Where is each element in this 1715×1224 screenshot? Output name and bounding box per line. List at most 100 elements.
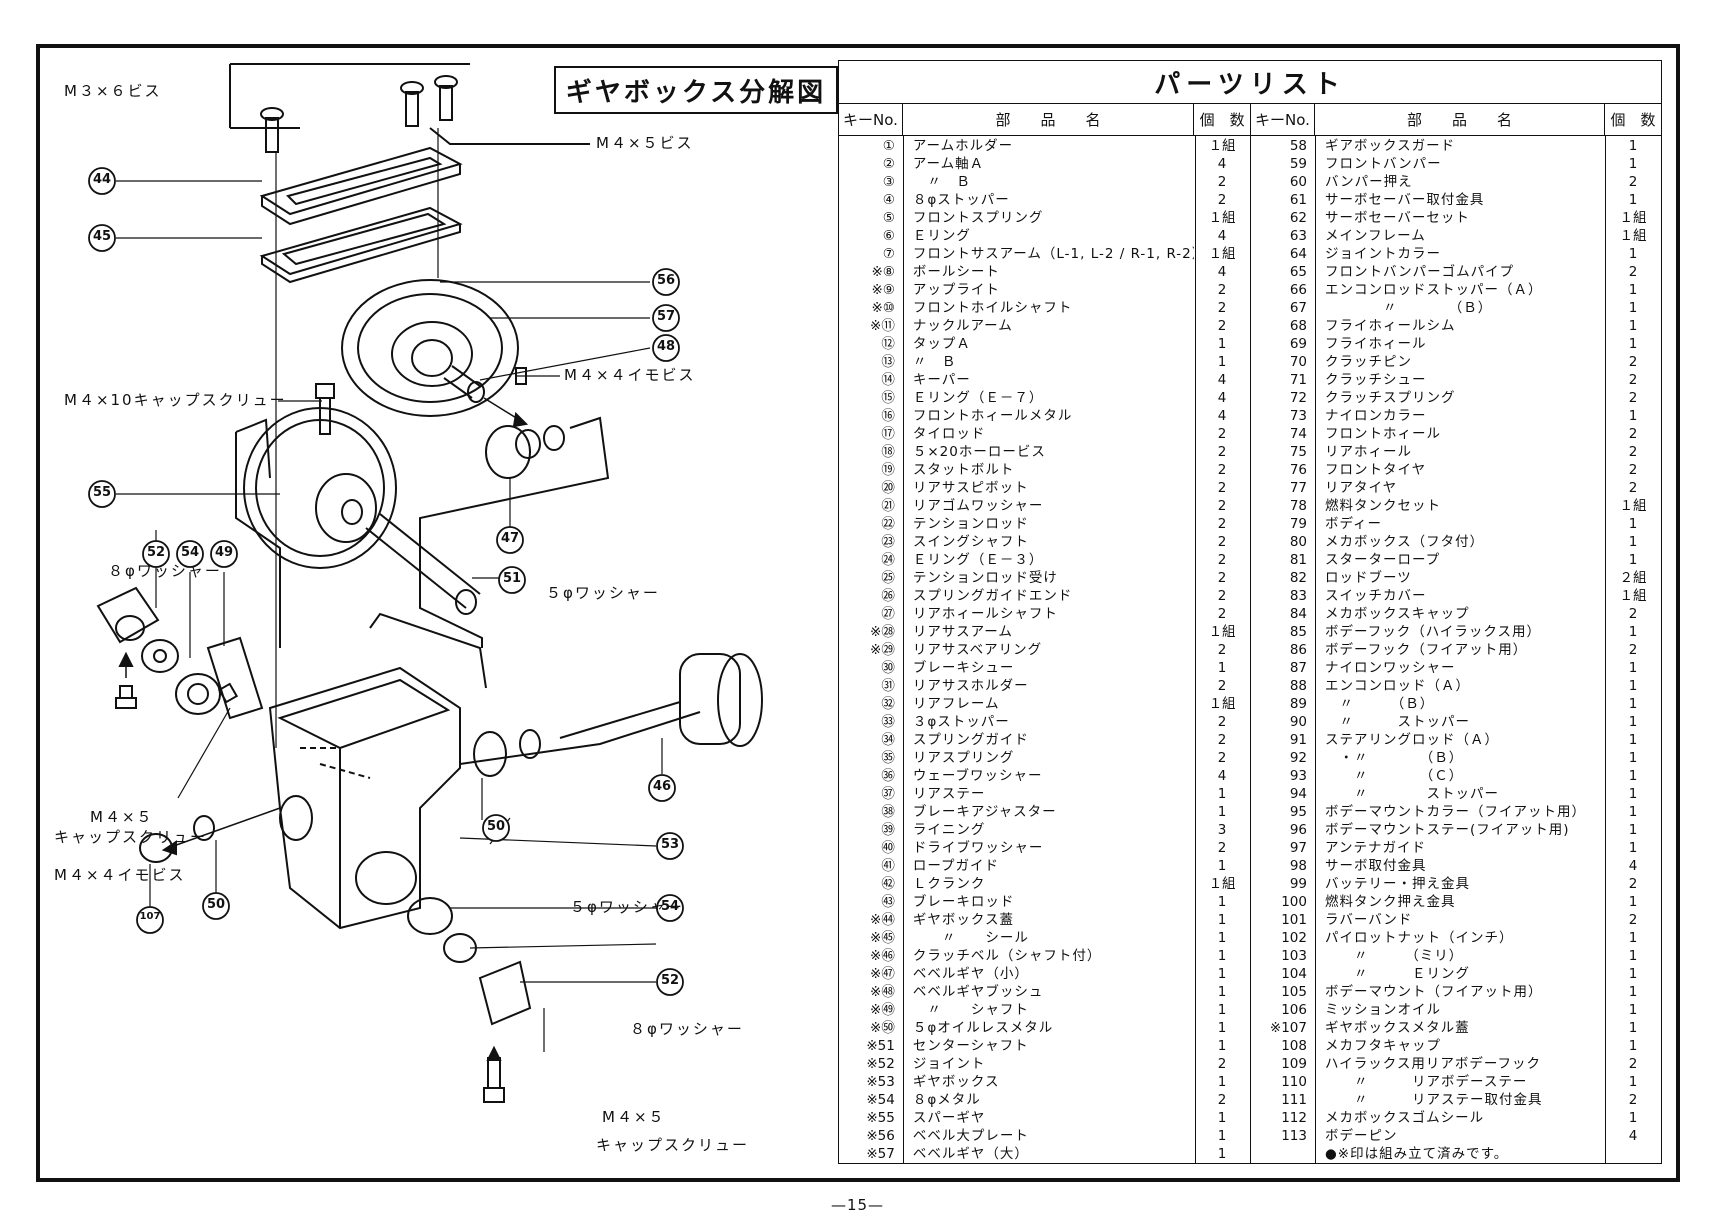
part-qty: 1 [1628, 696, 1638, 712]
part-name: ベベルギヤ（大） [912, 1146, 1029, 1162]
label-5mm-washer: ５φワッシャー [546, 584, 660, 602]
label-m4x5-b: M４×５ [602, 1108, 666, 1126]
callout-55 [88, 480, 116, 508]
part-name: 〃 リアステー取付金具 [1325, 1092, 1543, 1108]
part-qty: 2 [1217, 1056, 1227, 1072]
part-name: フロントスプリング [912, 210, 1044, 226]
label-m4x4-set-screw-b: M４×４イモビス [54, 866, 186, 884]
part-qty: 2 [1628, 1056, 1638, 1072]
part-name: ミッションオイル [1325, 1002, 1441, 1018]
part-key: 90 [1289, 714, 1307, 730]
part-name: ウェーブワッシャー [912, 768, 1043, 784]
part-key: 59 [1289, 156, 1307, 172]
part-key: 87 [1289, 660, 1307, 676]
part-key: 63 [1289, 228, 1307, 244]
part-key: 94 [1289, 786, 1307, 802]
part-key: ※56 [866, 1128, 895, 1144]
part-qty: 1 [1217, 354, 1227, 370]
part-qty: 2 [1217, 750, 1227, 766]
part-name: スプリングガイド [912, 732, 1029, 748]
part-key: 92 [1289, 750, 1307, 766]
part-qty: １組 [1208, 696, 1236, 712]
part-name: ５φオイルレスメタル [912, 1020, 1054, 1036]
parts-list-title: パーツリスト [839, 61, 1661, 104]
part-qty: 2 [1217, 480, 1227, 496]
callout-number: 54 [180, 545, 200, 560]
part-qty: 2 [1217, 1092, 1227, 1108]
gearbox-illustration [88, 63, 763, 1103]
part-key: ㉓ [881, 534, 895, 550]
part-name: ベベル大プレート [912, 1128, 1029, 1144]
part-qty: 1 [1217, 786, 1227, 802]
part-qty: 1 [1628, 516, 1638, 532]
part-key: ㉜ [881, 696, 895, 712]
part-qty: 2 [1217, 552, 1227, 568]
label-m4x5-screw: M４×５ビス [596, 134, 694, 152]
table-row: 93 〃 （Ｃ）1 [1251, 767, 1661, 785]
part-name: ロープガイド [912, 858, 1000, 874]
part-qty: 1 [1628, 336, 1638, 352]
part-qty: 4 [1628, 1128, 1638, 1144]
part-key: 105 [1281, 984, 1307, 1000]
part-key: ⑮ [881, 390, 895, 406]
part-name: ベベルギヤブッシュ [912, 984, 1044, 1000]
part-key: 103 [1281, 948, 1307, 964]
part-name: メカボックスゴムシール [1325, 1110, 1485, 1126]
part-qty: 4 [1217, 372, 1227, 388]
part-key: ㊸ [881, 894, 895, 910]
part-qty [1605, 1145, 1661, 1163]
part-key: 73 [1289, 408, 1307, 424]
part-key: ※55 [866, 1110, 895, 1126]
part-name: スターターロープ [1325, 552, 1441, 568]
part-key: ㉖ [881, 588, 895, 604]
part-key: ⑤ [882, 210, 895, 226]
part-qty: 1 [1628, 534, 1638, 550]
part-name: フロントホィールメタル [912, 408, 1073, 424]
part-qty: 1 [1628, 1002, 1638, 1018]
part-key: 101 [1281, 912, 1307, 928]
part-key: 110 [1281, 1074, 1307, 1090]
part-key: ⑱ [881, 444, 895, 460]
page-number: —15— [830, 1196, 885, 1214]
part-key: ① [882, 138, 895, 154]
part-qty: 1 [1628, 732, 1638, 748]
table-row: 89 〃 （Ｂ）1 [1251, 695, 1661, 713]
callout-46 [648, 774, 676, 802]
label-cap-screw-a: キャップスクリュー [54, 828, 208, 846]
part-name: クラッチピン [1325, 354, 1412, 370]
part-key: ㉔ [881, 552, 895, 568]
part-key: ※㉘ [870, 624, 895, 640]
part-name: 〃 シール [912, 930, 1029, 946]
part-qty: 2 [1628, 876, 1638, 892]
part-key: 106 [1281, 1002, 1307, 1018]
part-qty: １組 [1619, 588, 1647, 604]
part-qty: 2 [1217, 570, 1227, 586]
part-key: 91 [1289, 732, 1307, 748]
table-row: 67 〃 （Ｂ）1 [1251, 299, 1661, 317]
part-key: 60 [1289, 174, 1307, 190]
part-qty: 1 [1628, 1074, 1638, 1090]
part-name: フロントホィール [1325, 426, 1441, 442]
part-qty: １組 [1208, 246, 1236, 262]
part-key: ※54 [866, 1092, 895, 1108]
part-name: パイロットナット（インチ） [1325, 930, 1514, 946]
